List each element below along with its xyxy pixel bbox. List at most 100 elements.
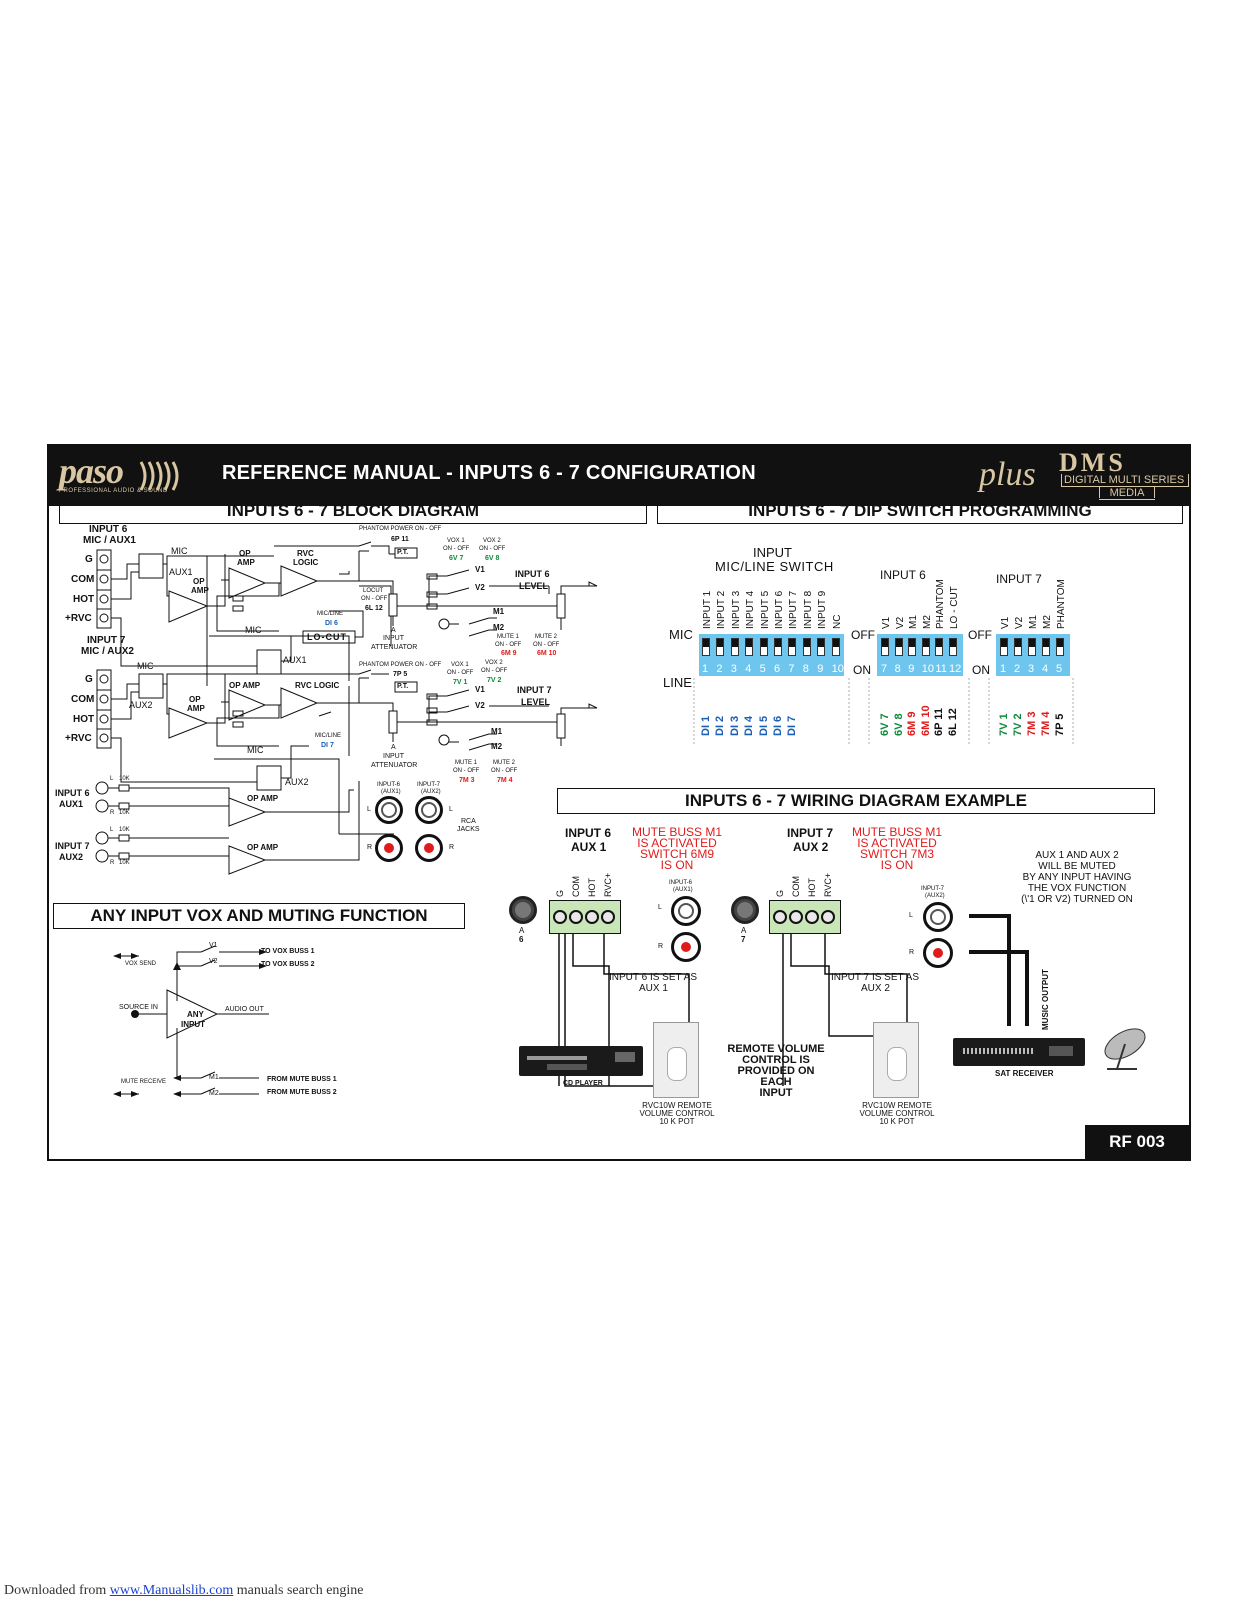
wiring-rca7-2: (AUX2) (925, 893, 945, 899)
dip-in7-code-2: 7V 2 (1012, 713, 1024, 736)
block-rca-jacks-2: JACKS (457, 826, 480, 833)
block-locut-onoff: ON - OFF (361, 596, 388, 602)
rvc-plate-7 (873, 1022, 919, 1098)
dip-main-switch-1[interactable] (702, 638, 710, 656)
block-in7-level-2: LEVEL (521, 697, 551, 707)
terms7-screw-3 (805, 910, 819, 924)
block-pt7: P.T. (397, 683, 409, 690)
logo-text: paso (59, 451, 124, 491)
block-in6-level-1: INPUT 6 (515, 569, 550, 579)
block-mute2-6-onoff: ON - OFF (533, 642, 560, 648)
mute7-line-4: IS ON (880, 858, 914, 872)
block-rca7-l-jack (415, 796, 443, 824)
block-vox1-7: VOX 1 (451, 662, 469, 668)
dip-main-switch-10[interactable] (831, 638, 840, 656)
dip-main-switch-8[interactable] (802, 638, 811, 656)
block-10k-2: 10K (119, 810, 130, 816)
block-locut-box: LO-CUT (307, 632, 347, 642)
block-phantom6-switch: 6P 11 (391, 536, 409, 543)
dip-main-switch-2[interactable] (716, 638, 725, 656)
block-in6-level-2: LEVEL (519, 581, 549, 591)
dip-in6-code-5: 6P 11 (933, 708, 946, 736)
block-m1-6: M1 (493, 607, 505, 616)
terms6-label-3: HOT (587, 878, 597, 897)
dip-main-switch-7[interactable] (788, 638, 797, 656)
dip-in6-label-6: LO - CUT (949, 586, 960, 629)
cd-player-device (519, 1046, 643, 1076)
block-aux-in6-1: INPUT 6 (55, 788, 90, 798)
dip-in6-switch-2[interactable] (894, 638, 903, 656)
dip-in7-switch-3[interactable] (1028, 638, 1036, 656)
block-rca-r-right: R (449, 844, 455, 851)
block-diagram-wiring (95, 541, 598, 875)
dip-in6-switch-1[interactable] (881, 638, 889, 656)
sat-receiver-device (953, 1038, 1085, 1066)
block-aux7-l: L (110, 827, 114, 833)
dip-in6-label-4: M2 (921, 615, 933, 629)
dip-in6-switch-3[interactable] (908, 638, 917, 656)
wiring-rca6-l-jack (671, 896, 701, 926)
dip-in7-code-3: 7M 3 (1026, 711, 1038, 736)
block-in7-rvc-logic: RVC LOGIC (295, 681, 340, 690)
manualslib-link[interactable]: www.Manualslib.com (109, 1583, 234, 1598)
block-vox1-6: VOX 1 (447, 538, 465, 544)
block-aux6-r: R (110, 810, 115, 816)
dip-main-switch-3[interactable] (730, 638, 739, 656)
block-vox2-6: VOX 2 (483, 538, 501, 544)
dip-in7-code-1: 7V 1 (998, 713, 1010, 736)
vox-any: ANY (187, 1010, 204, 1019)
mute6-line-4: IS ON (660, 858, 694, 872)
block-in7-term-g: G (85, 674, 93, 685)
dip-main-switch-6[interactable] (774, 638, 782, 656)
dip-in6-switch-6[interactable] (949, 638, 957, 656)
block-rca-l-left: L (367, 806, 371, 813)
block-rca-l-right: L (449, 806, 453, 813)
dip-main-num-10: 10 (831, 663, 844, 675)
block-10k-4: 10K (119, 860, 130, 866)
block-in7-op: OP (189, 695, 201, 704)
dip-main-switch-4[interactable] (745, 638, 754, 656)
dip-in7-switch-4[interactable] (1042, 638, 1050, 656)
block-m2-7: M2 (491, 742, 503, 751)
dip-in7-label-3: M1 (1028, 615, 1039, 629)
dip-main-switch-9[interactable] (817, 638, 826, 656)
block-v2-6: V2 (475, 583, 485, 592)
vox-to-buss-2: TO VOX BUSS 2 (261, 961, 315, 968)
block-in6-amp2: AMP (237, 558, 255, 567)
cd-player-label: CD PLAYER (563, 1080, 603, 1087)
wiring-rca7-l-jack (923, 902, 953, 932)
block-in6-mic2: MIC (245, 625, 262, 635)
block-in6-op: OP (193, 577, 205, 586)
block-7v1: 7V 1 (453, 679, 468, 686)
dip-in7-label-4: M2 (1042, 615, 1053, 629)
block-attn7-2: ATTENUATOR (371, 762, 418, 769)
auxnote-line-1: AUX 1 AND AUX 2 (1035, 850, 1119, 861)
dip-main-code-5: DI 5 (757, 715, 770, 736)
block-micline7: MIC/LINE (315, 733, 342, 739)
dip-in7-switch-1[interactable] (1000, 638, 1008, 656)
page-title: REFERENCE MANUAL - INPUTS 6 - 7 CONFIGUR… (222, 462, 756, 484)
block-rca6-l-jack (375, 796, 403, 824)
dip-in6-switch-4[interactable] (921, 638, 930, 656)
vox-audio-out: AUDIO OUT (225, 1006, 264, 1013)
dip-in6-switch-5[interactable] (935, 638, 944, 656)
dip-in7-switch-2[interactable] (1014, 638, 1022, 656)
dip-main-label-1: INPUT 1 (702, 590, 713, 629)
dip-main-num-6: 6 (774, 663, 781, 675)
block-di6: DI 6 (325, 620, 338, 627)
dip-in7-num-4: 4 (1042, 663, 1049, 675)
dip-main-switch-5[interactable] (759, 638, 768, 656)
dip-in6-code-6: 6L 12 (947, 708, 959, 736)
block-in7-term-rvc: +RVC (65, 733, 92, 744)
dip-main-num-7: 7 (788, 663, 795, 675)
block-attn6-1: INPUT (383, 635, 404, 642)
dip-in7-code-4: 7M 4 (1040, 711, 1052, 736)
dip-in7-switch-5[interactable] (1056, 638, 1064, 656)
vox-v1: V1 (209, 942, 218, 949)
vox-to-buss-1: TO VOX BUSS 1 (261, 948, 315, 955)
dip-main-label-2: INPUT 2 (716, 590, 728, 629)
dip-main-num-2: 2 (716, 663, 723, 675)
